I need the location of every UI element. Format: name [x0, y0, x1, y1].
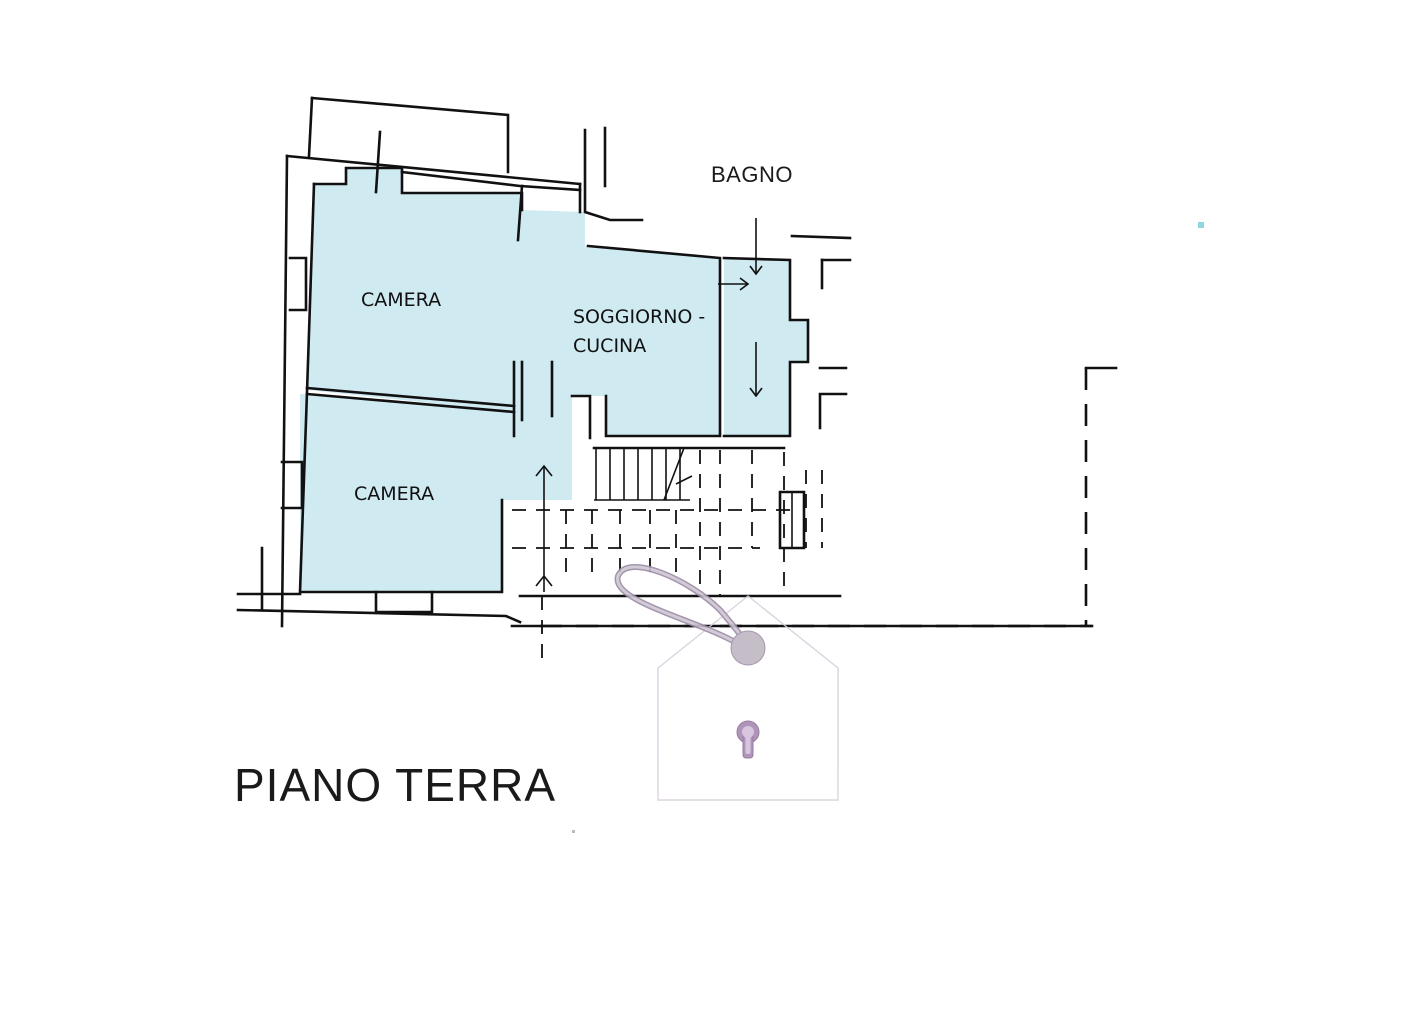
room-label-camera-bottom: CAMERA: [354, 483, 434, 505]
walls: [236, 96, 1118, 628]
room-fill-bagno: [724, 258, 808, 436]
direction-arrows: [535, 218, 763, 664]
accent-dot: [1198, 222, 1204, 228]
speck-dot: [572, 830, 575, 833]
room-fills: [300, 168, 808, 592]
room-label-soggiorno: SOGGIORNO -: [573, 306, 705, 328]
key-house-icon: [614, 563, 839, 801]
room-fill-camera-top: [308, 168, 720, 500]
room-label-cucina: CUCINA: [573, 335, 646, 357]
stairs: [512, 446, 823, 596]
floor-title: PIANO TERRA: [234, 759, 556, 811]
room-fill-corridor: [514, 396, 572, 500]
room-fill-camera-bottom: [300, 394, 514, 592]
room-label-bagno: BAGNO: [711, 162, 793, 187]
room-label-camera-top: CAMERA: [361, 289, 441, 311]
